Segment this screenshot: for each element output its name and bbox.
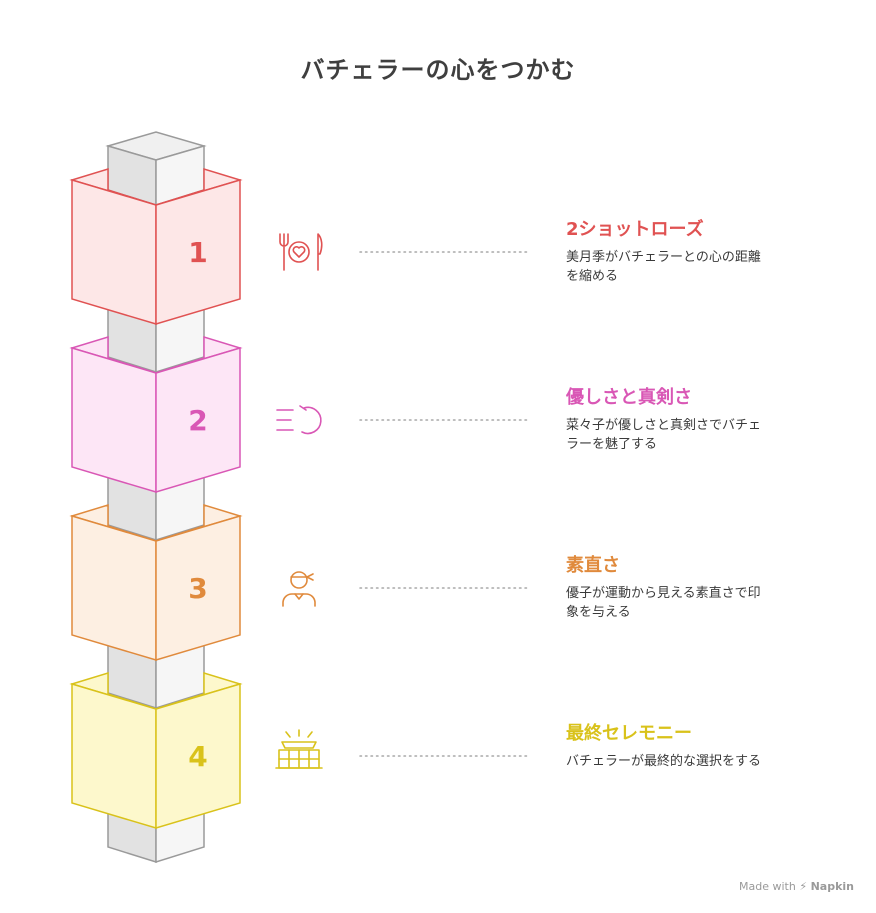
step-desc-line: 美月季がバチェラーとの心の距離 bbox=[566, 250, 761, 265]
step-cube-1: 1 bbox=[69, 167, 243, 326]
person-bandana-icon bbox=[282, 571, 316, 607]
step-cube-2: 2 bbox=[69, 335, 243, 494]
step-text-3: 素直さ優子が運動から見える素直さで印象を与える bbox=[566, 554, 806, 622]
footer-credit: Made with ⚡ Napkin bbox=[739, 880, 854, 893]
step-desc-line: 菜々子が優しさと真剣さでバチェ bbox=[566, 418, 762, 433]
step-desc-line: バチェラーが最終的な選択をする bbox=[566, 754, 762, 769]
step-text-1: 2ショットローズ美月季がバチェラーとの心の距離を縮める bbox=[566, 218, 806, 286]
step-desc-line: ラーを魅了する bbox=[566, 437, 658, 452]
step-text-4: 最終セレモニーバチェラーが最終的な選択をする bbox=[566, 722, 806, 771]
step-title-2: 優しさと真剣さ bbox=[566, 387, 692, 408]
step-desc-line: を縮める bbox=[566, 269, 619, 284]
step-cube-3: 3 bbox=[69, 503, 243, 662]
step-cube-4: 4 bbox=[69, 671, 243, 830]
step-text-2: 優しさと真剣さ菜々子が優しさと真剣さでバチェラーを魅了する bbox=[566, 386, 806, 454]
napkin-logo-icon: ⚡ bbox=[799, 880, 808, 893]
wind-wave-icon bbox=[276, 405, 322, 435]
step-desc-3: 優子が運動から見える素直さで印象を与える bbox=[566, 584, 806, 622]
dinner-plate-heart-icon bbox=[279, 233, 323, 271]
step-desc-line: 優子が運動から見える素直さで印 bbox=[566, 586, 761, 601]
step-number-4: 4 bbox=[188, 740, 207, 773]
step-desc-2: 菜々子が優しさと真剣さでバチェラーを魅了する bbox=[566, 416, 806, 454]
step-desc-4: バチェラーが最終的な選択をする bbox=[566, 752, 806, 771]
step-title-3: 素直さ bbox=[566, 555, 620, 576]
page-title: バチェラーの心をつかむ bbox=[300, 56, 576, 84]
step-number-3: 3 bbox=[188, 572, 207, 605]
ceremony-stage-icon bbox=[275, 729, 323, 769]
step-desc-line: 象を与える bbox=[566, 605, 631, 620]
footer-prefix: Made with bbox=[739, 880, 796, 893]
step-desc-1: 美月季がバチェラーとの心の距離を縮める bbox=[566, 248, 806, 286]
footer-brand: Napkin bbox=[810, 880, 854, 893]
step-title-1: 2ショットローズ bbox=[566, 219, 704, 240]
step-number-2: 2 bbox=[188, 404, 207, 437]
step-number-1: 1 bbox=[188, 236, 207, 269]
step-title-4: 最終セレモニー bbox=[566, 723, 692, 744]
